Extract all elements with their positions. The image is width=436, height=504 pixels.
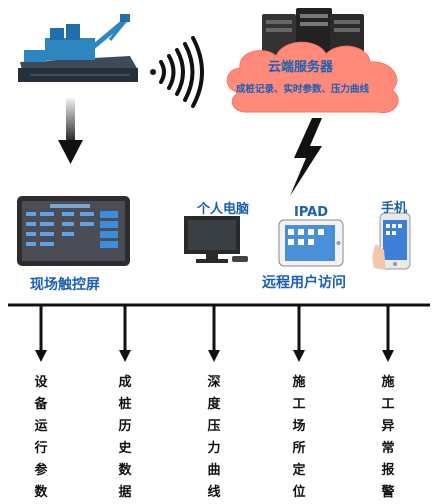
- cloud-subtitle: 成桩记录、实时参数、压力曲线: [236, 84, 370, 95]
- function-label-pile-history: 成桩历史数据: [118, 375, 132, 500]
- touchscreen-icon: [17, 196, 130, 266]
- piling-machine-illustration: [8, 8, 430, 362]
- lightning-bolt-icon: [290, 118, 322, 196]
- phone-icon: [372, 212, 411, 270]
- function-label-site-location: 施工场所定位: [292, 375, 306, 500]
- ipad-label: IPAD: [294, 205, 329, 220]
- pc-label: 个人电脑: [197, 202, 250, 217]
- touchscreen-label: 现场触控屏: [30, 277, 100, 293]
- function-label-anomaly-alarm: 施工异常报警: [381, 375, 395, 500]
- server-rack-icon: [262, 8, 364, 60]
- function-label-depth-pressure: 深度压力曲线: [207, 375, 221, 500]
- pc-icon: [184, 216, 248, 263]
- down-arrow-icon: [58, 98, 83, 164]
- function-label-equipment-params: 设备运行参数: [34, 375, 48, 500]
- piling-machine-icon: [18, 14, 138, 82]
- phone-label: 手机: [381, 201, 408, 216]
- remote-access-label: 远程用户访问: [262, 275, 346, 291]
- ipad-icon: [278, 219, 344, 267]
- cloud-shape: [226, 41, 399, 114]
- wireless-signal-icon: [150, 36, 204, 108]
- function-arrows: [35, 305, 394, 362]
- cloud-title: 云端服务器: [268, 60, 334, 75]
